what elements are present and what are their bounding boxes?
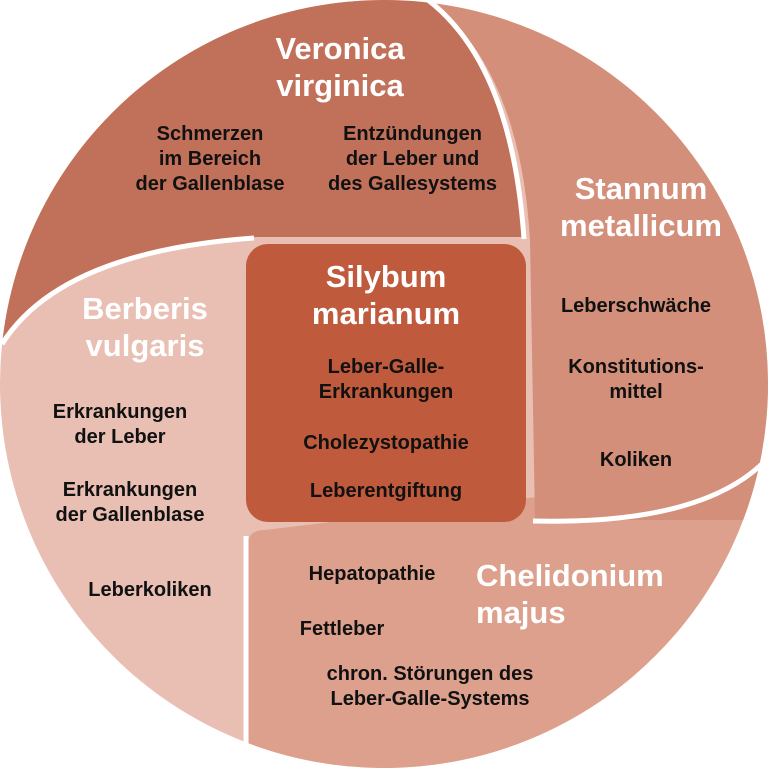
veronica-title: Veronica virginica — [230, 30, 450, 104]
veronica-item-line: der Gallenblase — [135, 173, 285, 195]
berberis-title-line: Berberis — [82, 291, 208, 326]
chelidonium-item-3: chron. Störungen des Leber-Galle-Systems — [285, 662, 575, 712]
center-title: Silybum marianum — [256, 258, 516, 332]
chelidonium-separator — [532, 460, 766, 524]
stannum-title: Stannum metallicum — [536, 170, 746, 244]
veronica-item-line: der Leber und — [345, 148, 480, 170]
center-box — [246, 244, 526, 522]
veronica-item-line: Entzündungen — [343, 123, 482, 145]
veronica-item-line: im Bereich — [158, 148, 262, 170]
stannum-separator — [426, 0, 527, 240]
stannum-item-1: Leberschwäche — [560, 295, 712, 317]
veronica-separator — [0, 235, 255, 346]
berberis-title-line: vulgaris — [85, 328, 205, 364]
center-item-3: Leberentgiftung — [309, 480, 463, 502]
chelidonium-item-line: chron. Störungen des — [326, 663, 534, 685]
center-item-1: Leber-Galle- Erkrankungen — [256, 355, 516, 405]
chelidonium-title: Chelidonium majus — [476, 557, 706, 631]
veronica-title-line: virginica — [276, 68, 404, 104]
veronica-item-line: des Gallesystems — [328, 173, 497, 195]
veronica-item-right: Entzündungen der Leber und des Gallesyst… — [305, 122, 520, 197]
berberis-item-line: der Leber — [74, 426, 166, 448]
center-item-line: Erkrankungen — [318, 381, 454, 403]
veronica-title-line: Veronica — [275, 31, 405, 66]
chelidonium-item-line: Leber-Galle-Systems — [330, 688, 530, 710]
center-item-line: Leber-Galle- — [327, 356, 445, 378]
chelidonium-item-2: Fettleber — [299, 618, 385, 640]
berberis-item-line: der Gallenblase — [55, 504, 205, 526]
chelidonium-item-1: Hepatopathie — [308, 563, 436, 585]
center-title-line: Silybum — [325, 259, 447, 294]
center-title-line: marianum — [311, 296, 461, 332]
chelidonium-title-line: Chelidonium — [476, 558, 664, 593]
stannum-item-3: Koliken — [599, 449, 673, 471]
center-item-2: Cholezystopathie — [303, 432, 469, 454]
stannum-title-line: Stannum — [574, 171, 708, 206]
berberis-item-line: Erkrankungen — [62, 479, 198, 501]
stannum-title-line: metallicum — [560, 208, 722, 244]
veronica-item-left: Schmerzen im Bereich der Gallenblase — [105, 122, 315, 197]
veronica-item-line: Schmerzen — [156, 123, 264, 145]
berberis-title: Berberis vulgaris — [40, 290, 250, 364]
berberis-item-3: Leberkoliken — [88, 579, 212, 601]
stannum-item-2: Konstitutions- mittel — [536, 355, 736, 405]
stannum-item-line: mittel — [609, 381, 663, 403]
berberis-item-2: Erkrankungen der Gallenblase — [15, 478, 245, 528]
berberis-item-line: Erkrankungen — [52, 401, 188, 423]
chelidonium-title-line: majus — [476, 595, 566, 631]
stannum-item-line: Konstitutions- — [568, 356, 704, 378]
berberis-item-1: Erkrankungen der Leber — [15, 400, 225, 450]
